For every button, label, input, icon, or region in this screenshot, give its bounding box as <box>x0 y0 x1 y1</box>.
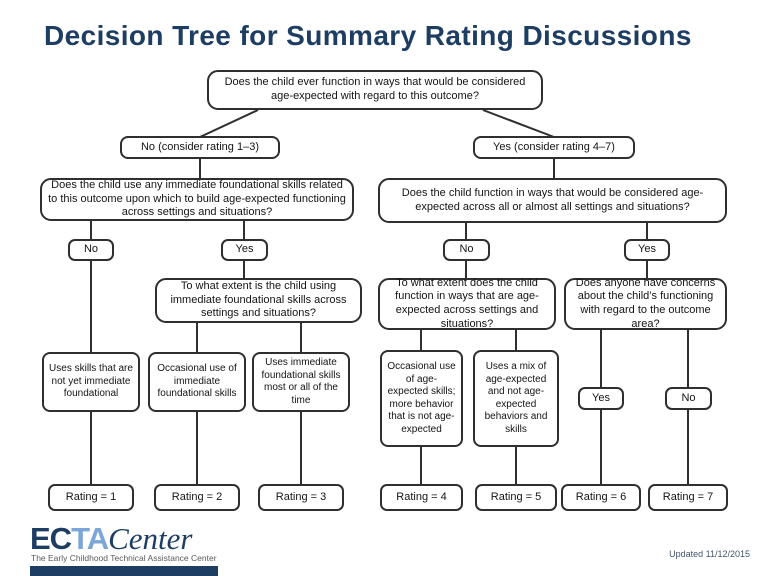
node-foundational-no: No <box>68 239 114 261</box>
node-age-expected-yes: Yes <box>624 239 670 261</box>
node-leaf-foundational-most: Uses immediate foundational skills most … <box>252 352 350 412</box>
logo-text-center: Center <box>108 521 193 556</box>
logo-text-ta: TA <box>71 521 109 556</box>
node-concerns-no: No <box>665 387 712 410</box>
logo-text-ec: EC <box>30 521 72 556</box>
node-rating-3: Rating = 3 <box>258 484 344 511</box>
node-root-question: Does the child ever function in ways tha… <box>207 70 543 110</box>
node-leaf-occasional-foundational: Occasional use of immediate foundational… <box>148 352 246 412</box>
node-branch-no: No (consider rating 1–3) <box>120 136 280 159</box>
node-leaf-occasional-age-expected: Occasional use of age-expected skills; m… <box>380 350 463 447</box>
node-question-concerns: Does anyone have concerns about the chil… <box>564 277 727 330</box>
ecta-logo: ECTACenter <box>30 521 192 557</box>
page-title: Decision Tree for Summary Rating Discuss… <box>44 20 692 51</box>
node-rating-1: Rating = 1 <box>48 484 134 511</box>
node-branch-yes: Yes (consider rating 4–7) <box>473 136 635 159</box>
logo-tagline: The Early Childhood Technical Assistance… <box>31 553 217 563</box>
node-question-foundational: Does the child use any immediate foundat… <box>40 178 354 221</box>
node-leaf-mix: Uses a mix of age-expected and not age-e… <box>473 350 559 447</box>
node-age-expected-no: No <box>443 239 490 261</box>
node-question-extent-age-expected: To what extent does the child function i… <box>378 277 556 330</box>
footer-bar <box>30 566 218 576</box>
node-rating-4: Rating = 4 <box>380 484 463 511</box>
node-leaf-not-yet-foundational: Uses skills that are not yet immediate f… <box>42 352 140 412</box>
node-rating-6: Rating = 6 <box>561 484 641 511</box>
updated-date: Updated 11/12/2015 <box>669 549 750 559</box>
node-rating-7: Rating = 7 <box>648 484 728 511</box>
node-concerns-yes: Yes <box>578 387 624 410</box>
node-rating-2: Rating = 2 <box>154 484 240 511</box>
node-question-age-expected: Does the child function in ways that wou… <box>378 178 727 223</box>
node-rating-5: Rating = 5 <box>475 484 557 511</box>
node-question-extent-foundational: To what extent is the child using immedi… <box>155 278 362 323</box>
node-foundational-yes: Yes <box>221 239 268 261</box>
